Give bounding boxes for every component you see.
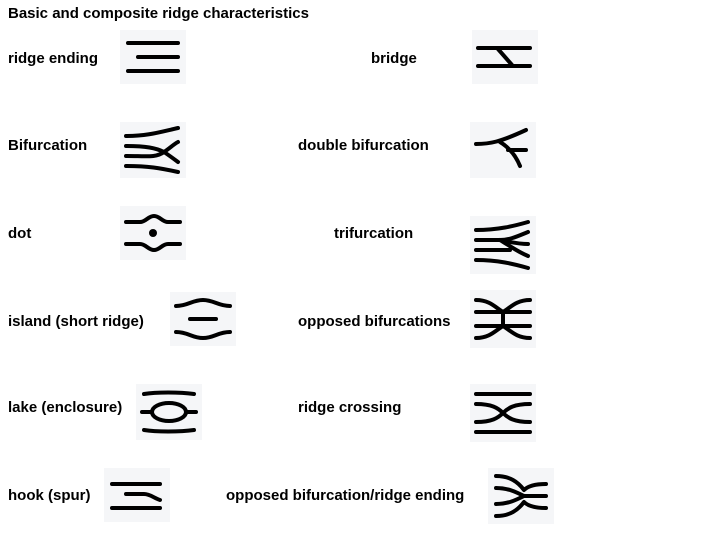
dot-icon [120, 206, 186, 260]
label-double-bifurcation: double bifurcation [298, 137, 429, 154]
opposed-bifurcation-ridge-ending-icon [488, 468, 554, 524]
label-lake: lake (enclosure) [8, 399, 123, 416]
island-icon [170, 292, 236, 346]
label-ridge-crossing: ridge crossing [298, 399, 402, 416]
label-dot: dot [8, 225, 32, 242]
label-ridge-ending: ridge ending [8, 50, 98, 67]
lake-icon [136, 384, 202, 440]
trifurcation-icon [470, 216, 536, 274]
double-bifurcation-icon [470, 122, 536, 178]
label-hook: hook (spur) [8, 487, 91, 504]
bridge-icon [472, 30, 538, 84]
label-opposed-bifurcation-ridge-ending: opposed bifurcation/ridge ending [226, 487, 465, 504]
ridge-ending-icon [120, 30, 186, 84]
opposed-bifurcations-icon [470, 290, 536, 348]
label-trifurcation: trifurcation [334, 225, 414, 242]
label-opposed-bifurcations: opposed bifurcations [298, 313, 451, 330]
hook-icon [104, 468, 170, 522]
label-bifurcation: Bifurcation [8, 137, 88, 154]
bifurcation-icon [120, 122, 186, 178]
label-island: island (short ridge) [8, 313, 144, 330]
ridge-crossing-icon [470, 384, 536, 442]
page-title: Basic and composite ridge characteristic… [8, 5, 309, 22]
label-bridge: bridge [371, 50, 417, 67]
